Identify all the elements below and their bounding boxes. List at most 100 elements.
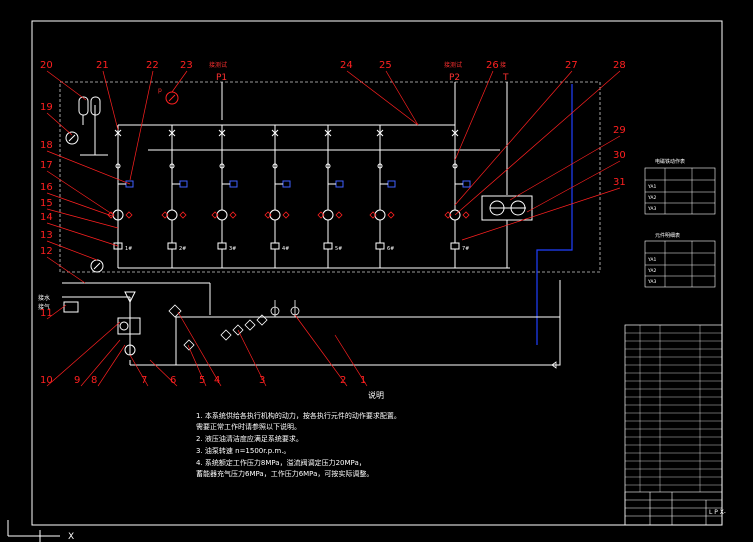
callout-leader xyxy=(97,344,126,387)
callout-number: 27 xyxy=(565,60,578,71)
valve-tag: 6# xyxy=(387,246,394,252)
callout-leader xyxy=(454,70,621,216)
callout-leader xyxy=(46,192,113,217)
callout-number: 18 xyxy=(40,140,53,151)
callout-leader xyxy=(461,187,621,241)
callout-number: 13 xyxy=(40,230,53,241)
callout-number: 9 xyxy=(74,375,80,386)
callout-leader xyxy=(526,160,621,213)
oil-tank xyxy=(175,316,561,366)
pressure-gauge-icon xyxy=(90,259,104,273)
tank-fittings xyxy=(168,300,557,369)
callout-number: 10 xyxy=(40,375,53,386)
left-label-air: 接气 xyxy=(38,303,50,311)
callout-leader xyxy=(46,256,86,284)
callout-leader xyxy=(346,70,419,126)
callout-number: 23 xyxy=(180,60,193,71)
parts-list-table xyxy=(624,324,723,526)
callout-leader xyxy=(46,240,98,261)
title-block xyxy=(624,491,723,526)
notes-title: 说明 xyxy=(368,390,384,400)
callout-number: 17 xyxy=(40,160,53,171)
drawing-frame xyxy=(31,20,723,526)
callout-number: 3 xyxy=(259,375,265,386)
valve-branch: 6# xyxy=(369,125,396,268)
title-block-code: L P X- xyxy=(709,509,726,516)
callout-leader xyxy=(129,354,149,387)
table-b-row: YA1 xyxy=(647,257,656,263)
note-line: 1. 本系统供给各执行机构的动力，按各执行元件的动作要求配置。 xyxy=(196,411,401,420)
callout-leader xyxy=(334,334,368,387)
accumulator-icon xyxy=(78,96,101,125)
check-valve-icon xyxy=(63,301,79,313)
ucs-x-label: X xyxy=(68,532,74,542)
callout-leader xyxy=(46,208,119,229)
callout-number: 7 xyxy=(141,375,147,386)
callout-number: 4 xyxy=(214,375,220,386)
callout-leader xyxy=(454,70,494,161)
callout-leader xyxy=(294,314,348,387)
pressure-tag: p xyxy=(158,87,162,94)
valve-tag: 3# xyxy=(229,246,236,252)
port-label-p2: P2 xyxy=(449,73,460,83)
valve-branch: 2# xyxy=(161,125,188,268)
filter-unit xyxy=(481,195,533,221)
callout-leader xyxy=(149,359,178,387)
pipelines xyxy=(62,82,561,366)
callout-number: 20 xyxy=(40,60,53,71)
callout-leader xyxy=(177,311,222,387)
component-table: 元件明细表 YA1 YA2 YA3 xyxy=(644,232,716,288)
port-header-1: 接测试 xyxy=(209,61,227,69)
callout-leader xyxy=(46,112,73,136)
pressure-gauge-icon: p xyxy=(158,87,179,105)
callout-number: 30 xyxy=(613,150,626,161)
callout-number: 1 xyxy=(360,375,366,386)
note-line: 蓄能器充气压力6MPa，工作压力6MPa，可按实际调整。 xyxy=(196,469,373,478)
callout-number: 15 xyxy=(40,198,53,209)
callout-leader xyxy=(187,344,207,387)
table-a-row: YA2 xyxy=(647,195,656,201)
callout-number: 12 xyxy=(40,246,53,257)
callout-leader xyxy=(454,70,573,206)
valve-tag: 4# xyxy=(282,246,289,252)
ucs-icon xyxy=(7,520,60,542)
callout-leader xyxy=(46,304,67,320)
solenoid-table: 电磁铁动作表 YA1 YA2 YA3 xyxy=(644,158,716,215)
callout-leader xyxy=(102,70,119,131)
callout-number: 14 xyxy=(40,212,53,223)
port-header-2: 接测试 xyxy=(444,61,462,69)
callout-number: 25 xyxy=(379,60,392,71)
pressure-gauge-icon xyxy=(65,131,79,145)
note-line: 2. 液压油清洁度应满足系统要求。 xyxy=(196,434,303,443)
valve-branch: 4# xyxy=(264,125,291,268)
callout-number: 29 xyxy=(613,125,626,136)
callout-number: 8 xyxy=(91,375,97,386)
callout-number: 19 xyxy=(40,102,53,113)
valve-branch: 1# xyxy=(107,129,134,268)
callout-leader xyxy=(385,70,419,126)
callout-leader xyxy=(237,329,267,387)
callout-leader xyxy=(46,150,131,185)
callout-number: 26 xyxy=(486,60,499,71)
callout-leader xyxy=(129,70,154,181)
port-label-t: T xyxy=(502,73,509,83)
table-a-row: YA1 xyxy=(647,184,656,190)
callout-leader xyxy=(509,135,621,201)
valve-branch: 5# xyxy=(317,125,344,268)
valve-tag: 7# xyxy=(462,246,469,252)
system-boundary xyxy=(59,81,601,273)
table-a-row: YA3 xyxy=(647,206,656,212)
pump-unit xyxy=(117,291,141,356)
callout-number: 21 xyxy=(96,60,109,71)
valve-tag: 5# xyxy=(335,246,342,252)
table-b-row: YA3 xyxy=(647,279,656,285)
table-b-title: 元件明细表 xyxy=(655,232,680,239)
callout-leader xyxy=(46,70,87,101)
left-label-water: 接水 xyxy=(38,294,50,302)
callout-leader xyxy=(171,70,188,93)
notes-block: 说明 1. 本系统供给各执行机构的动力，按各执行元件的动作要求配置。 需要正常工… xyxy=(196,390,401,478)
valve-branch: 3# xyxy=(211,125,238,268)
callout-number: 24 xyxy=(340,60,353,71)
